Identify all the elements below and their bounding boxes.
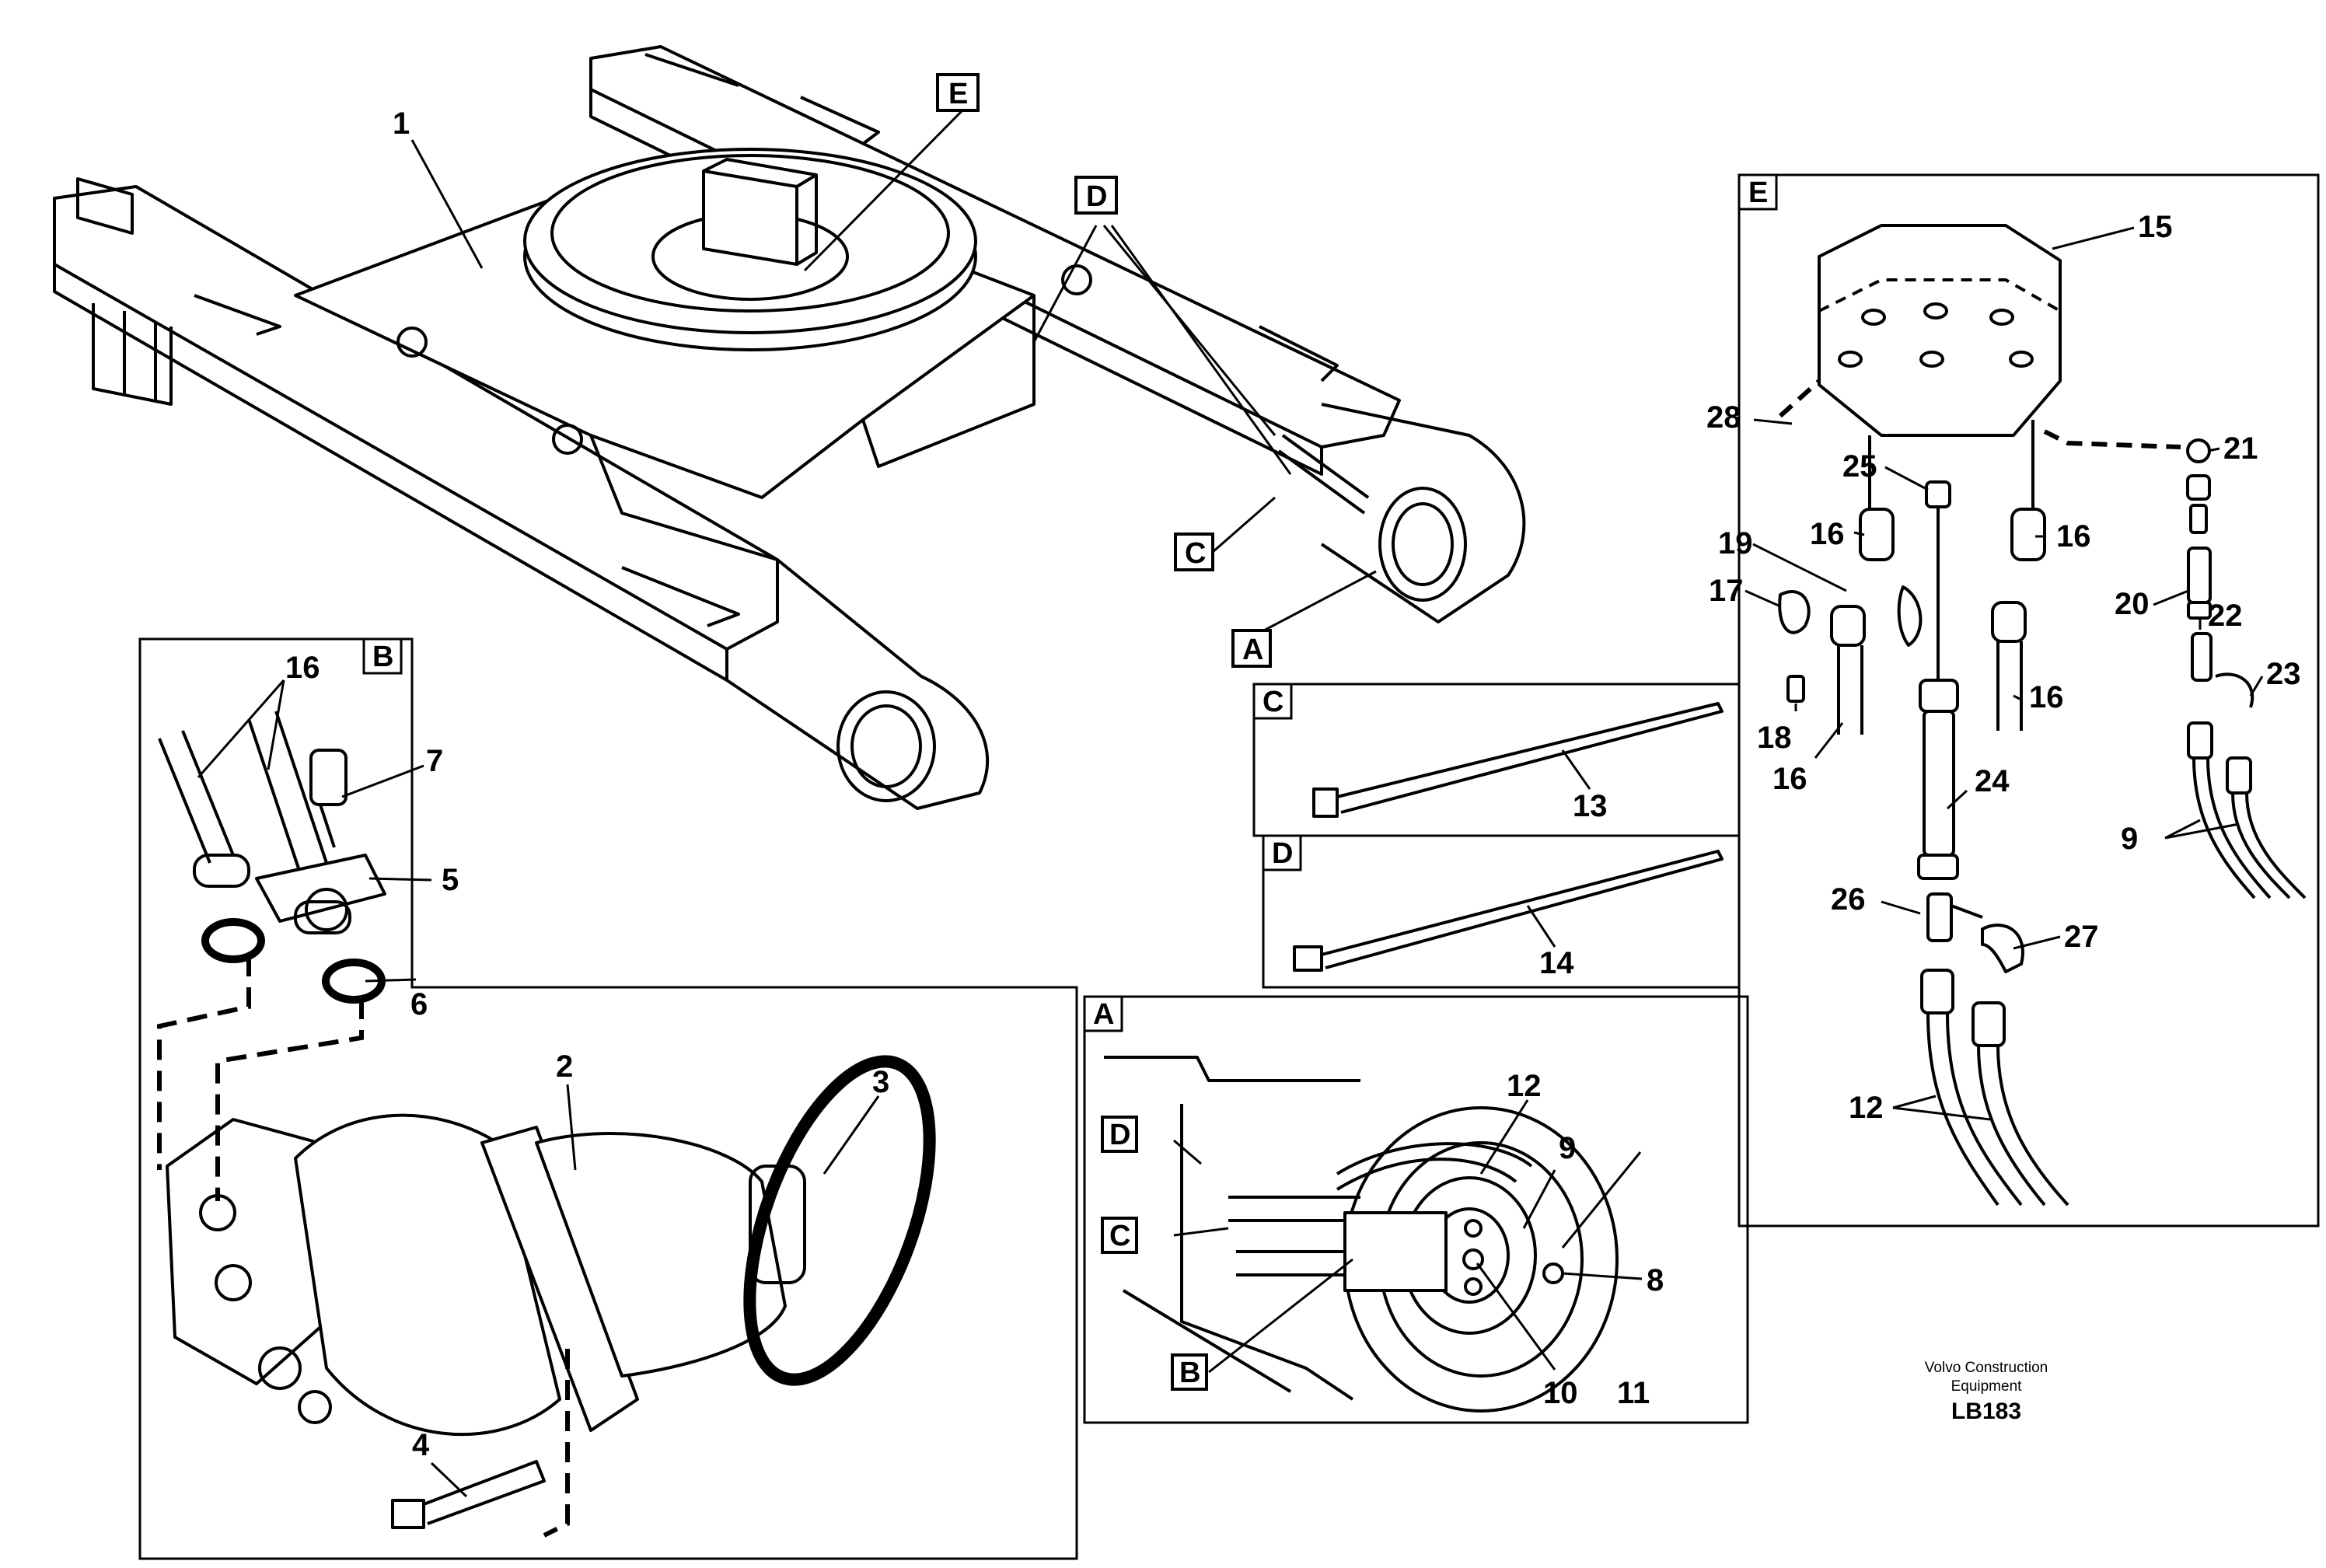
detail-b-title: B [372, 641, 393, 673]
part-number-label: 28 [1706, 400, 1741, 435]
rotary-joint-parts [1778, 224, 2307, 1207]
part-number-label: 23 [2266, 657, 2301, 691]
part-number-label: 10 [1543, 1376, 1578, 1410]
part-number-label: 13 [1573, 789, 1608, 823]
undercarriage-frame [53, 45, 1526, 810]
part-number-label: 25 [1842, 449, 1877, 484]
callout-c: C [1185, 537, 1206, 570]
part-number-label: 6 [410, 987, 428, 1021]
callout-e: E [948, 78, 968, 110]
detail-e-title: E [1748, 176, 1768, 209]
part-number-label: 12 [1849, 1091, 1884, 1125]
hydraulic-motor [158, 711, 936, 1529]
part-number-label: 9 [1559, 1131, 1576, 1165]
part-number-label: 17 [1709, 574, 1744, 608]
part-number-label: 7 [426, 744, 443, 778]
callout-a: A [1242, 634, 1263, 666]
part-number-label: 18 [1757, 721, 1792, 755]
part-number-label: 12 [1507, 1069, 1542, 1103]
part-number-label: 26 [1831, 882, 1866, 917]
detail-c-frame [1252, 683, 1741, 989]
part-number-label: 4 [412, 1428, 430, 1462]
cable-ties [1293, 702, 1724, 972]
cable-tie-leaders [1526, 749, 1591, 948]
part-number-label: 19 [1718, 526, 1753, 560]
part-number-label: 21 [2223, 431, 2258, 466]
detail-a-ref-c: C [1109, 1220, 1130, 1252]
detail-d-title: D [1272, 837, 1293, 870]
part-number-label: 27 [2064, 920, 2099, 954]
detail-b-dashes [157, 956, 570, 1538]
part-number-label: 3 [872, 1065, 889, 1099]
part-number-label: 22 [2208, 599, 2243, 633]
part-number-label: 16 [2029, 680, 2064, 714]
callout-d: D [1086, 180, 1107, 213]
part-number-label: 20 [2115, 587, 2150, 621]
credit-line-1: Volvo Construction [1924, 1360, 2048, 1376]
part-number-label: 11 [1617, 1376, 1650, 1410]
detail-a-frame [1083, 995, 1749, 1424]
credit-line-2: Equipment [1951, 1378, 2022, 1395]
part-number-label: 24 [1975, 764, 2010, 798]
part-number-label: 15 [2138, 210, 2173, 244]
part-number-label: 14 [1539, 946, 1574, 980]
detail-a-title: A [1093, 998, 1114, 1031]
detail-b-leaders [197, 679, 880, 1498]
part-number-label: 2 [556, 1049, 573, 1084]
illustration-code: LB183 [1951, 1399, 2022, 1424]
part-number-label: 5 [442, 863, 459, 897]
frame-leaders [410, 109, 1377, 641]
part-number-label: 1 [393, 107, 410, 141]
part-number-label: 8 [1647, 1263, 1664, 1297]
detail-a-ref-d: D [1109, 1119, 1130, 1151]
detail-e-dashes [1778, 379, 2181, 449]
detail-e-leaders [1745, 226, 2264, 1121]
part-number-label: 16 [1810, 517, 1845, 551]
boxed-labels [362, 73, 1778, 1391]
publisher-credit: Volvo Construction Equipment LB183 [1897, 1359, 2076, 1427]
detail-a-leaders [1173, 1099, 1643, 1374]
part-number-label: 9 [2121, 822, 2138, 856]
detail-b-frame [138, 637, 1078, 1560]
part-number-label: 16 [285, 651, 320, 685]
part-number-label: 16 [1772, 762, 1807, 796]
part-number-label: 16 [2056, 519, 2091, 554]
detail-a-ref-b: B [1179, 1357, 1200, 1389]
detail-c-title: C [1263, 686, 1283, 718]
